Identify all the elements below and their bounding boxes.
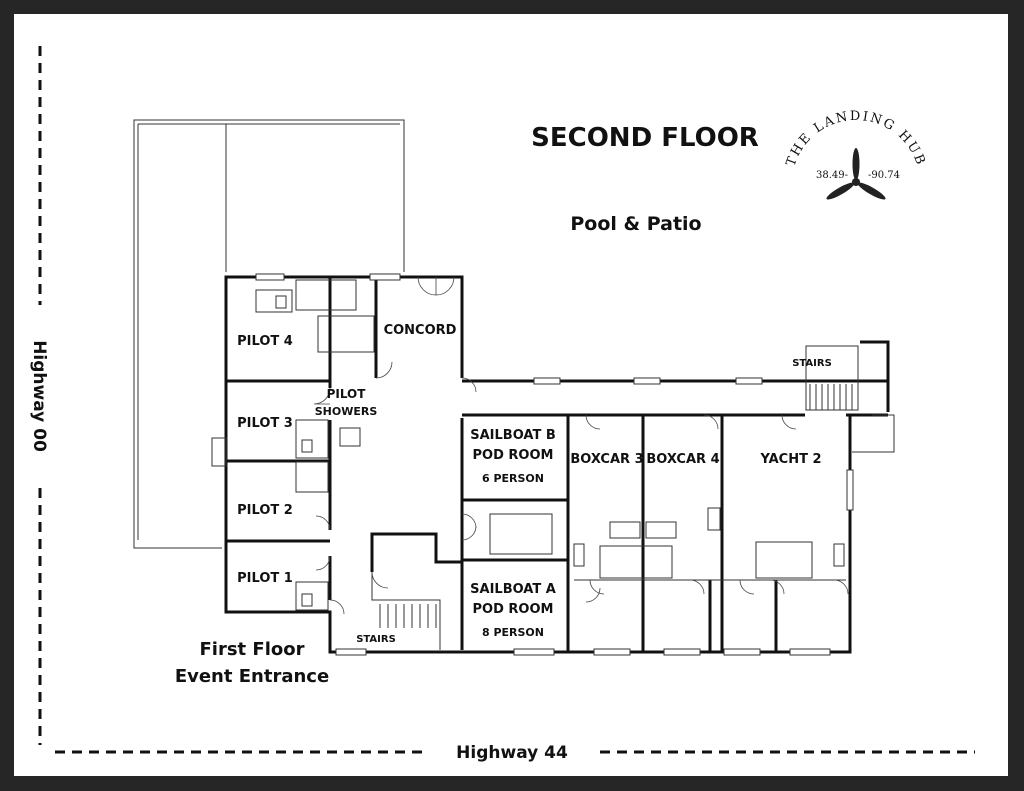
room-pilot-showers-line2: SHOWERS (315, 405, 378, 418)
room-pilot-2: PILOT 2 (237, 503, 293, 518)
pool-patio-label: Pool & Patio (570, 213, 701, 235)
page-title: SECOND FLOOR (531, 123, 759, 153)
stairwell-bottom (370, 532, 462, 650)
room-boxcar-4: BOXCAR 4 (646, 452, 719, 467)
floor-plan: SECOND FLOOR Pool & Patio PILOT 4 PILOT … (29, 46, 975, 763)
stairwell-top (805, 345, 895, 453)
pilot-wing-walls (211, 277, 378, 611)
stairs-bottom-label: STAIRS (356, 634, 396, 645)
room-yacht-2: YACHT 2 (759, 452, 821, 467)
room-sailboat-b-line2: POD ROOM (473, 448, 554, 463)
room-sailboat-b-line1: SAILBOAT B (470, 428, 556, 443)
windows (255, 273, 854, 656)
pool-patio-outline (133, 119, 405, 549)
room-pilot-showers-line1: PILOT (327, 387, 367, 401)
floor-plan-frame: SECOND FLOOR Pool & Patio PILOT 4 PILOT … (14, 14, 1008, 776)
room-sailboat-a-line1: SAILBOAT A (470, 582, 556, 597)
entrance-label-line1: First Floor (199, 639, 304, 660)
entrance-label-line2: Event Entrance (175, 666, 329, 687)
room-sailboat-a-line2: POD ROOM (473, 602, 554, 617)
landing-hub-logo: THE LANDING HUB 38.49- -90.74 (784, 109, 926, 200)
room-pilot-4: PILOT 4 (237, 334, 293, 349)
logo-longitude: -90.74 (868, 170, 900, 181)
room-pilot-3: PILOT 3 (237, 416, 293, 431)
room-concord: CONCORD (384, 323, 457, 338)
room-pilot-1: PILOT 1 (237, 571, 293, 586)
propeller-icon (826, 148, 886, 200)
room-boxcar-3: BOXCAR 3 (570, 452, 643, 467)
stairs-top-label: STAIRS (792, 358, 832, 369)
highway-left-label: Highway 00 (29, 340, 49, 452)
doors (313, 276, 849, 615)
logo-latitude: 38.49- (816, 170, 848, 181)
room-sailboat-b-capacity: 6 PERSON (482, 472, 544, 485)
room-sailboat-a-capacity: 8 PERSON (482, 626, 544, 639)
exterior-walls (224, 275, 890, 654)
highway-bottom-label: Highway 44 (456, 743, 568, 763)
east-wing-walls (462, 415, 846, 652)
